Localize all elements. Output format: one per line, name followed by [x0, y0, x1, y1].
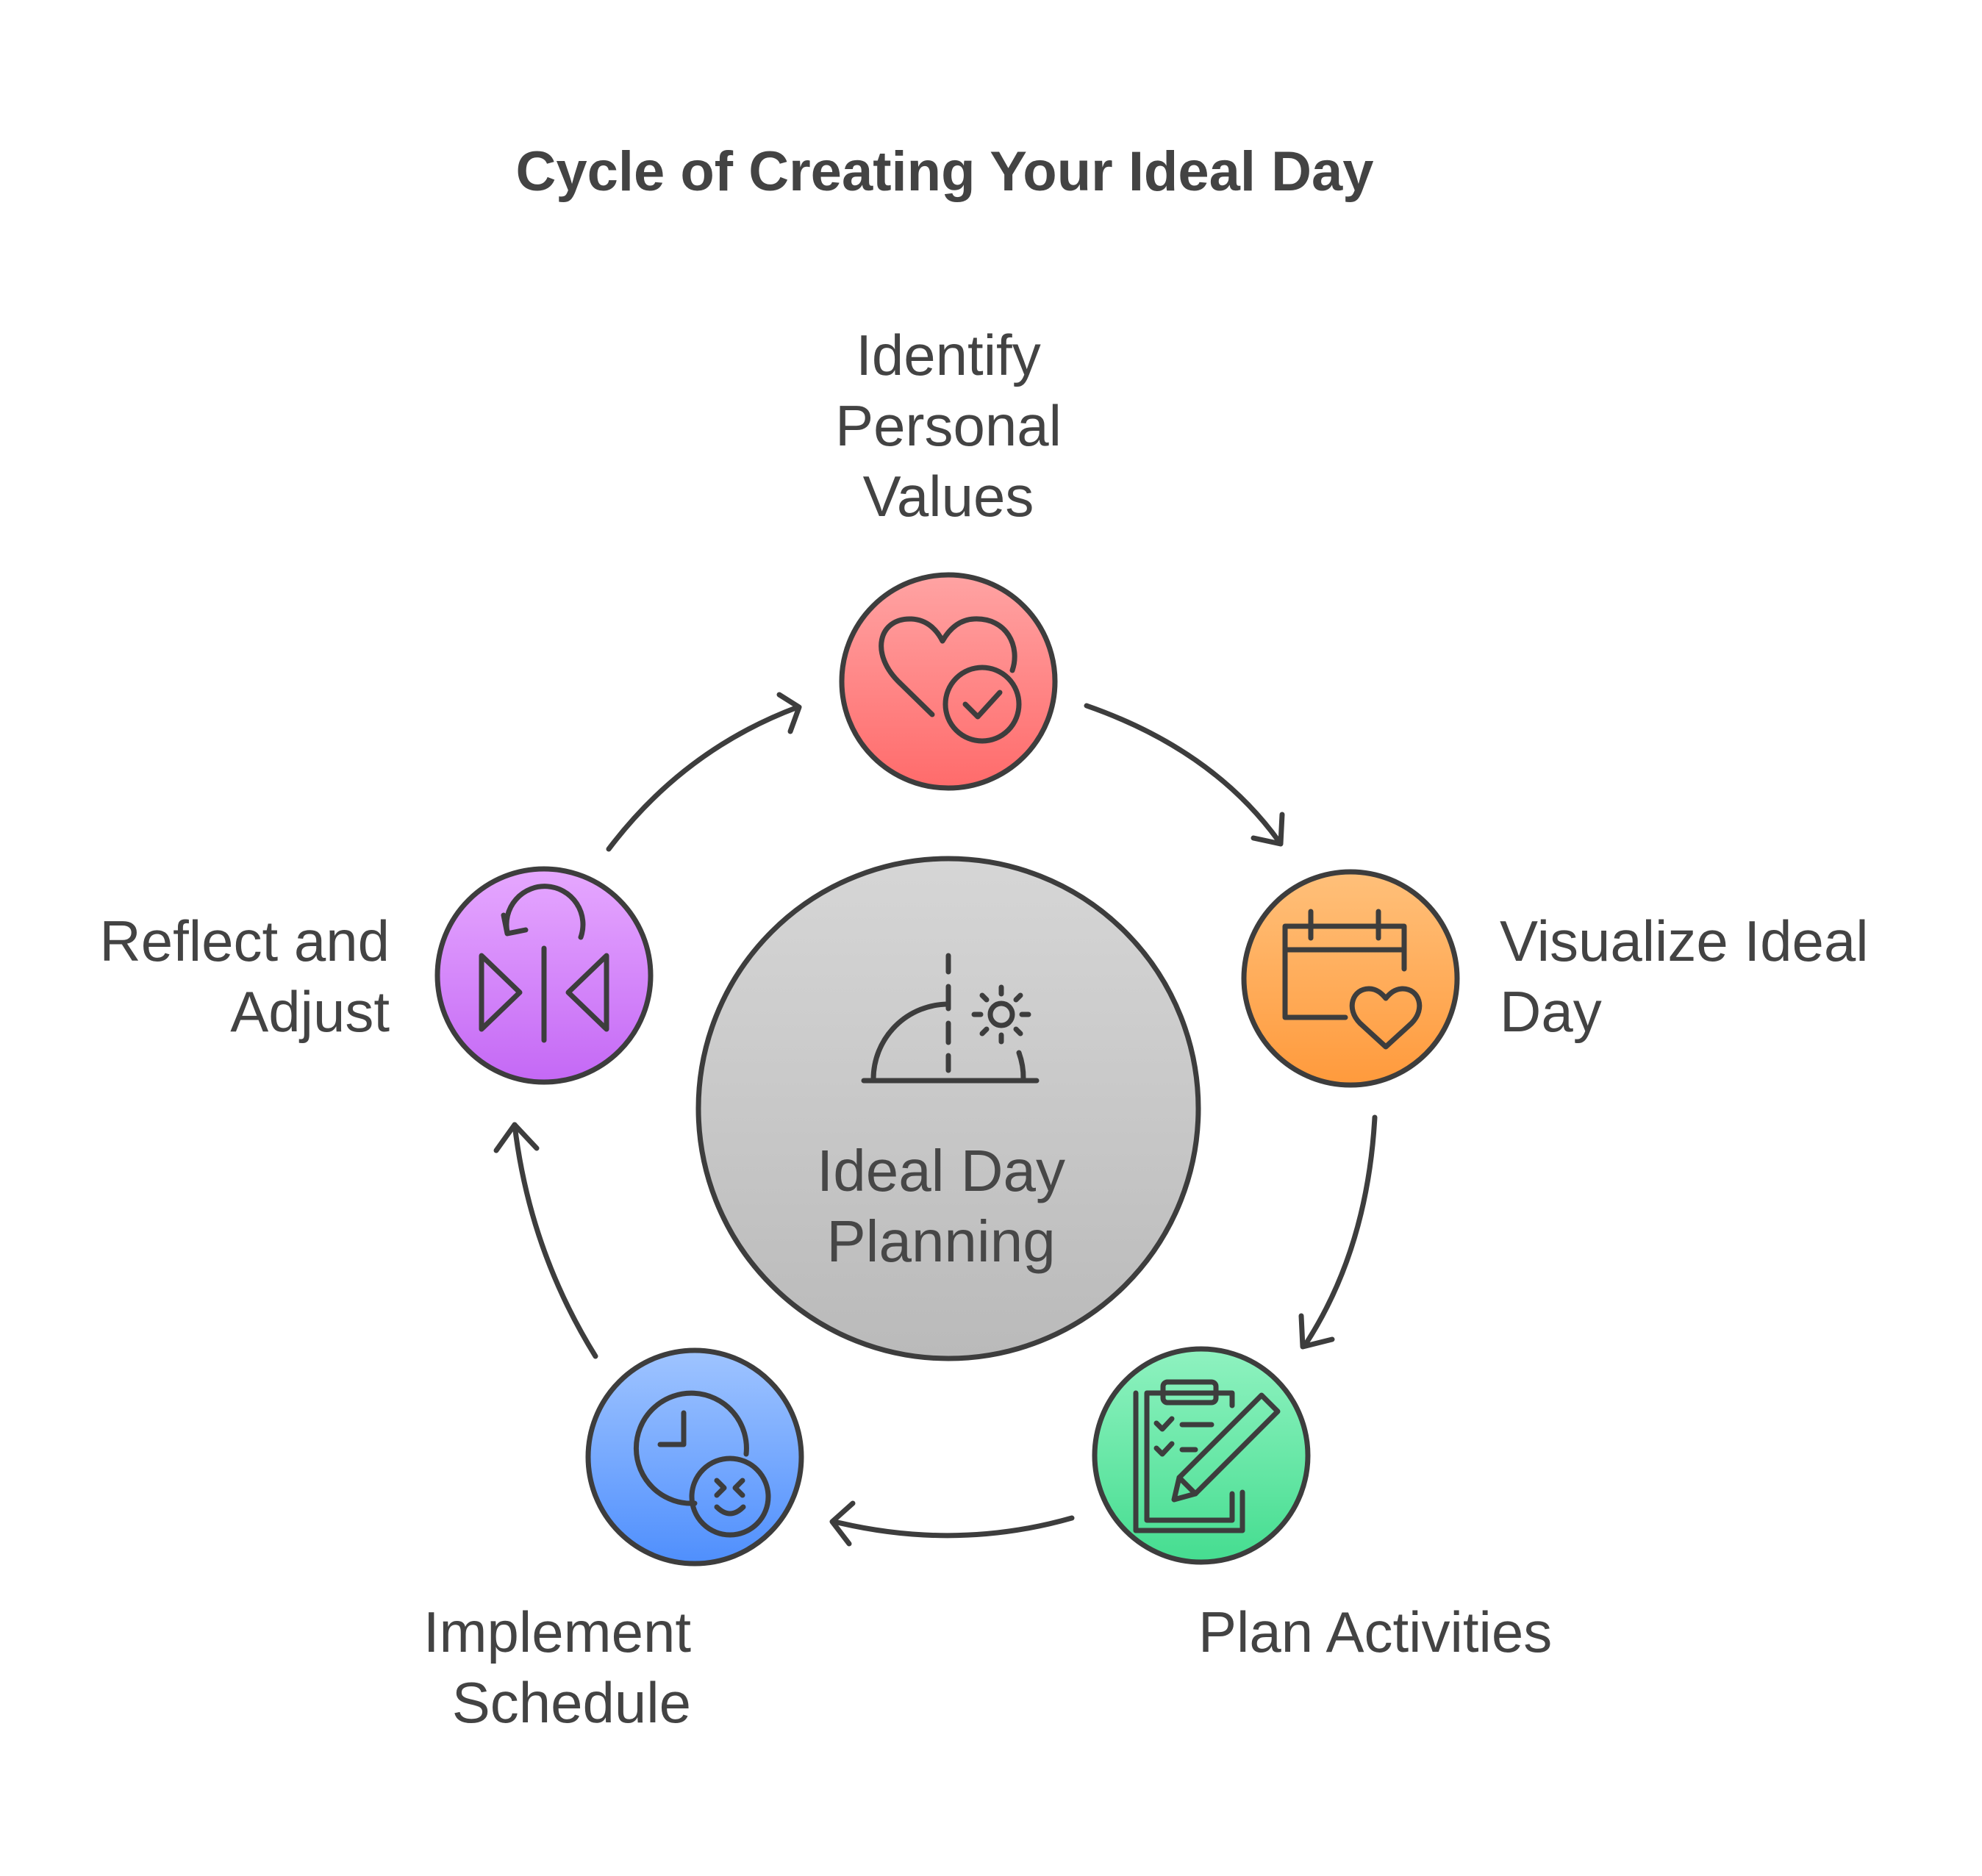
step-label-identify-line2: Personal — [835, 393, 1062, 458]
step-label-identify-line3: Values — [862, 464, 1034, 529]
step-node-reflect — [434, 866, 654, 1085]
center-node — [695, 856, 1201, 1361]
step-node-implement — [585, 1347, 804, 1567]
center-label: Ideal Day Planning — [750, 1136, 1132, 1277]
arrow-identify-to-visualize — [1084, 703, 1285, 847]
center-label-line1: Ideal Day — [817, 1138, 1065, 1203]
step-label-visualize-line1: Visualize Ideal — [1500, 909, 1869, 973]
step-label-reflect-line1: Reflect and — [99, 909, 390, 973]
step-node-plan — [1092, 1346, 1311, 1565]
step-label-implement: Implement Schedule — [368, 1597, 691, 1738]
step-label-visualize-line2: Day — [1500, 979, 1602, 1044]
center-label-line2: Planning — [826, 1209, 1056, 1274]
heart-check-icon — [879, 616, 1022, 744]
sunrise-icon — [861, 953, 1040, 1084]
step-label-identify-line1: Identify — [856, 323, 1041, 387]
step-label-visualize: Visualize Ideal Day — [1500, 906, 1869, 1047]
step-label-plan: Plan Activities — [1198, 1597, 1552, 1667]
calendar-heart-icon — [1282, 909, 1423, 1050]
step-label-reflect: Reflect and Adjust — [59, 906, 390, 1047]
step-label-identify: Identify Personal Values — [794, 320, 1103, 531]
flip-reflect-icon — [479, 884, 609, 1043]
clipboard-pencil-icon — [1133, 1379, 1281, 1533]
step-label-reflect-line2: Adjust — [230, 979, 390, 1044]
step-label-plan-line1: Plan Activities — [1198, 1600, 1553, 1664]
step-node-identify — [839, 572, 1058, 791]
step-label-implement-line1: Implement — [423, 1600, 691, 1664]
diagram-title: Cycle of Creating Your Ideal Day — [515, 140, 1374, 203]
arrow-plan-to-implement — [829, 1500, 1075, 1547]
arrow-implement-to-reflect — [493, 1122, 598, 1359]
arrow-reflect-to-identify — [606, 692, 802, 852]
arrow-visualize-to-plan — [1298, 1114, 1378, 1350]
step-label-implement-line2: Schedule — [451, 1670, 691, 1735]
clock-face-icon — [633, 1390, 771, 1538]
step-node-visualize — [1241, 869, 1460, 1088]
